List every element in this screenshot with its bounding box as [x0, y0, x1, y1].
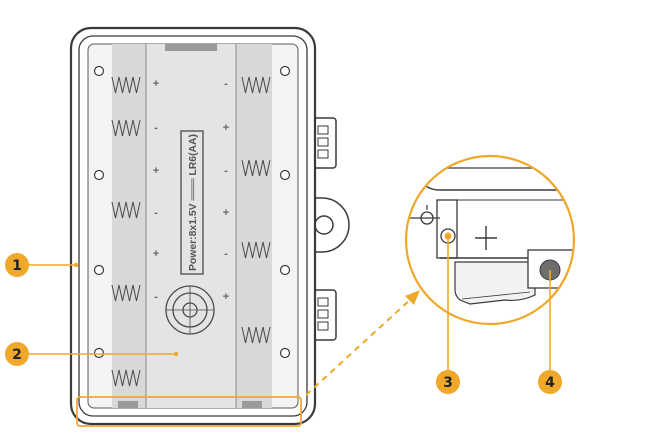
plus-polarity-mark: + — [153, 248, 159, 260]
plus-polarity-mark: + — [223, 122, 229, 134]
minus-polarity-mark: - — [224, 78, 228, 90]
minus-polarity-mark: - — [224, 165, 228, 177]
callout-4: 4 — [538, 370, 562, 394]
battery-rating-text: Power:8x1.5V ═══ LR6(AA) — [187, 134, 199, 271]
battery-springs-right — [241, 76, 271, 344]
zoom-circle — [404, 154, 576, 326]
battery-spring — [241, 76, 271, 94]
battery-spring — [111, 201, 141, 219]
minus-polarity-mark: - — [224, 248, 228, 260]
callout-1: 1 — [5, 253, 29, 277]
highlight-bracket — [76, 396, 302, 427]
plus-polarity-mark: + — [223, 207, 229, 219]
minus-polarity-mark: - — [154, 122, 158, 134]
battery-spring — [111, 369, 141, 387]
battery-channel-right — [236, 44, 272, 408]
callout-2-number: 2 — [12, 347, 22, 363]
callout-3-number: 3 — [443, 375, 453, 391]
plus-polarity-mark: + — [153, 78, 159, 90]
zoom-arrow — [305, 297, 413, 396]
battery-spring — [111, 284, 141, 302]
battery-spring — [241, 326, 271, 344]
battery-channel-center — [146, 44, 236, 408]
callout-4-number: 4 — [545, 375, 555, 391]
device-body: Power:8x1.5V ═══ LR6(AA) + - - + + - - + + - - + — [28, 26, 420, 427]
minus-polarity-mark: - — [154, 291, 158, 303]
plus-polarity-mark: + — [223, 291, 229, 303]
screw-holes — [93, 65, 291, 359]
callout-1-number: 1 — [12, 258, 22, 274]
battery-channel-left — [112, 44, 146, 408]
battery-spring — [241, 159, 271, 177]
plus-polarity-mark: + — [153, 165, 159, 177]
battery-spring — [241, 241, 271, 259]
callout-3: 3 — [436, 370, 460, 394]
battery-rating-label: Power:8x1.5V ═══ LR6(AA) — [180, 130, 204, 275]
battery-spring — [111, 119, 141, 137]
callout-2: 2 — [5, 342, 29, 366]
top-latch — [165, 44, 217, 51]
battery-spring — [111, 76, 141, 94]
minus-polarity-mark: - — [154, 207, 158, 219]
zoom-detail — [404, 154, 576, 370]
center-button — [165, 285, 215, 335]
polarity-marks: + - - + + - - + + - - + — [153, 78, 229, 303]
battery-springs-left — [111, 76, 141, 387]
